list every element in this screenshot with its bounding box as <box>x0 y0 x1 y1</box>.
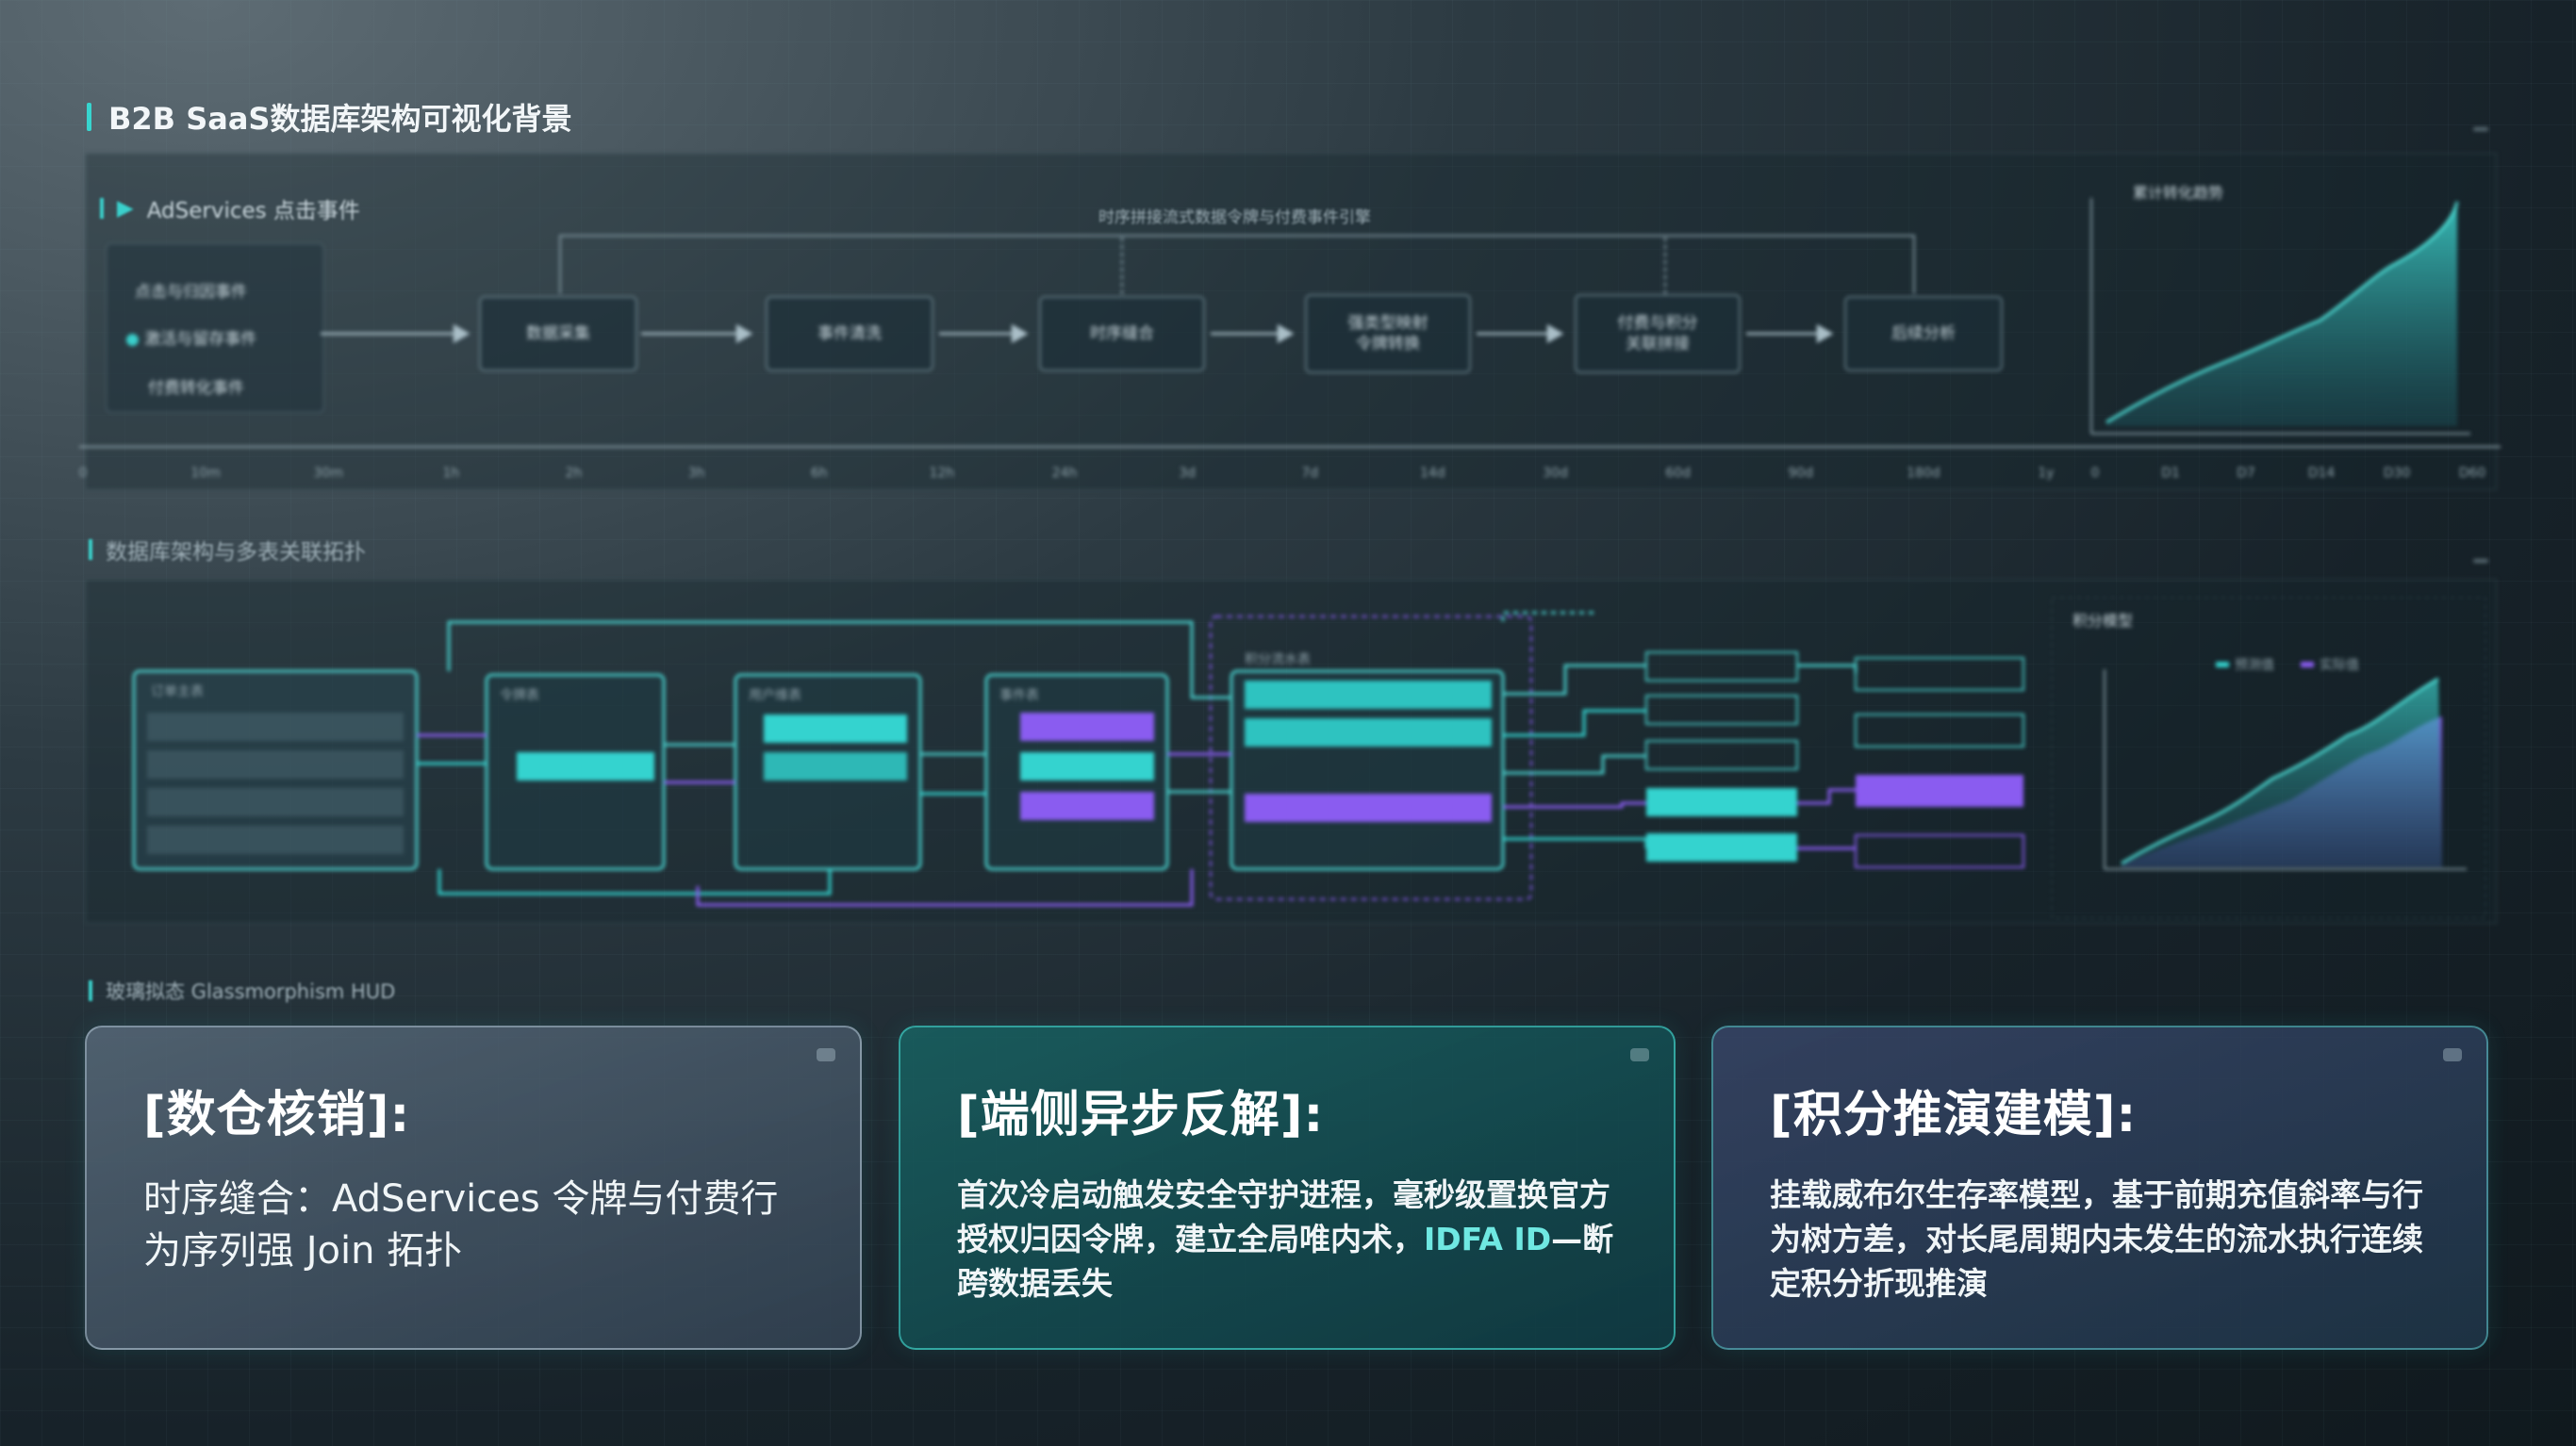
table-block-label: 订单主表 <box>151 684 204 699</box>
card-body: 挂载威布尔生存率模型，基于前期充值斜率与行为树方差，对长尾周期内未发生的流水执行… <box>1770 1176 2423 1302</box>
section2-label: 数据库架构与多表关联拓扑 <box>89 534 366 566</box>
flow-node: 后续分析 <box>1844 296 2003 371</box>
card-body: 首次冷启动触发安全守护进程，毫秒级置换官方授权归因令牌，建立全局唯内术，IDFA… <box>957 1174 1617 1306</box>
timeline-tick-label: 24h <box>1052 466 1078 481</box>
panel-corner-mark <box>2473 127 2488 131</box>
timeline-tick-label: 1h <box>442 466 459 481</box>
chart1-tick-label: 0 <box>2091 466 2100 481</box>
section2-accent-bar <box>89 539 92 560</box>
source-item: ● 激活与留存事件 <box>125 330 257 349</box>
timeline-tick-label: 0 <box>79 466 88 481</box>
topology-connectors <box>417 611 1858 907</box>
flow-node: 事件清洗 <box>766 296 933 371</box>
flow-node: 付费与积分 关联拼接 <box>1575 294 1741 373</box>
card-menu-icon <box>2443 1048 2462 1061</box>
card-body: 时序缝合：AdServices 令牌与付费行为序列强 Join 拓扑 <box>143 1177 779 1273</box>
legend-swatch-teal <box>2216 662 2229 667</box>
card-body-text: —断跨数据丢失 <box>957 1220 1614 1302</box>
target-items <box>1645 651 2024 868</box>
chart1-tick-label: D7 <box>2237 466 2255 481</box>
section2-label-text: 数据库架构与多表关联拓扑 <box>106 540 366 565</box>
card-client-async: [端侧异步反解]: 首次冷启动触发安全守护进程，毫秒级置换官方授权归因令牌，建立… <box>899 1026 1676 1350</box>
timeline-tick-label: 30m <box>314 466 343 481</box>
flow-arrows <box>321 235 1915 344</box>
timeline-tick-label: 1y <box>2038 466 2054 481</box>
legend-item: 实际值 <box>2320 658 2359 673</box>
table-block-label: 用户维表 <box>749 687 801 703</box>
timeline-tick-label: 10m <box>190 466 220 481</box>
timeline-tick-label: 3d <box>1179 466 1196 481</box>
section3-label: 玻璃拟态 Glassmorphism HUD <box>89 977 395 1005</box>
table-block-label: 令牌表 <box>500 687 539 703</box>
table-rows <box>147 681 1492 854</box>
flow-node: 强类型映射 令牌转换 <box>1305 294 1471 373</box>
section1-sub-label-text: 时序拼接流式数据令牌与付费事件引擎 <box>1098 208 1371 227</box>
card-menu-icon <box>817 1048 835 1061</box>
card-menu-icon <box>1630 1048 1649 1061</box>
join-group-frame <box>1210 616 1532 900</box>
card-title: [数仓核销]: <box>143 1087 411 1143</box>
chart1-tick-label: D14 <box>2308 466 2336 481</box>
play-icon: ▶ <box>117 196 134 221</box>
timeline-tick-label: 6h <box>811 466 828 481</box>
legend-swatch-purple <box>2301 662 2314 667</box>
flow-node: 数据采集 <box>479 296 637 371</box>
chart1-line <box>2105 201 2459 424</box>
section1-sub-label: 时序拼接流式数据令牌与付费事件引擎 <box>1098 204 1371 227</box>
card-points-modeling: [积分推演建模]: 挂载威布尔生存率模型，基于前期充值斜率与行为树方差，对长尾周… <box>1711 1026 2488 1350</box>
page-title: B2B SaaS数据库架构可视化背景 <box>87 98 572 137</box>
chart2-area-teal <box>2122 679 2442 867</box>
section1-accent-bar <box>100 198 104 219</box>
chart1-tick-label: D60 <box>2459 466 2486 481</box>
section1-label-text: AdServices 点击事件 <box>146 199 360 223</box>
timeline-tick-label: 90d <box>1788 466 1813 481</box>
card-body-highlight: IDFA ID <box>1424 1220 1552 1257</box>
chart1-label: 累计转化趋势 <box>2133 184 2223 202</box>
card-title: [积分推演建模]: <box>1770 1087 2138 1143</box>
card-data-warehouse: [数仓核销]: 时序缝合：AdServices 令牌与付费行为序列强 Join … <box>85 1026 862 1350</box>
status-dot-icon: ● <box>125 330 140 349</box>
source-item: 点击与归因事件 <box>135 283 247 302</box>
source-item: 付费转化事件 <box>148 379 244 398</box>
timeline-tick-label: 2h <box>566 466 583 481</box>
timeline-tick-label: 3h <box>688 466 705 481</box>
timeline-tick-label: 30d <box>1543 466 1568 481</box>
card-body-text: 首次冷启动触发安全守护进程，毫秒级置换官方授权归因令牌，建立全局唯内术， <box>957 1176 1610 1257</box>
timeline-tick-label: 180d <box>1907 466 1940 481</box>
chart2-line <box>2121 677 2439 865</box>
title-accent-bar <box>87 103 91 131</box>
card-title: [端侧异步反解]: <box>957 1087 1325 1143</box>
timeline-ticks: 0 10m 30m 1h 2h 3h 6h 12h 24h 3d 7d 14d 30d 60d 90d 180… <box>79 466 2486 481</box>
table-block-label: 事件表 <box>999 688 1039 703</box>
table-block <box>132 669 419 871</box>
page-title-text: B2B SaaS数据库架构可视化背景 <box>108 101 572 137</box>
chart2-label: 积分模型 <box>2072 612 2133 630</box>
chart1-tick-label: D30 <box>2384 466 2411 481</box>
timeline-tick-label: 12h <box>930 466 955 481</box>
chart1-area <box>2106 202 2457 426</box>
section3-accent-bar <box>89 980 92 1001</box>
chart1-tick-label: D1 <box>2161 466 2180 481</box>
source-stack: 点击与归因事件 ● 激活与留存事件 付费转化事件 <box>106 243 324 413</box>
section3-label-text: 玻璃拟态 Glassmorphism HUD <box>106 980 396 1003</box>
timeline-tick-label: 60d <box>1665 466 1691 481</box>
table-block-label: 积分流水表 <box>1245 652 1311 667</box>
legend-item: 预测值 <box>2235 658 2274 673</box>
timeline-tick-label: 14d <box>1420 466 1445 481</box>
flow-node: 时序缝合 <box>1039 296 1205 371</box>
panel-corner-mark <box>2473 559 2488 563</box>
chart2-frame <box>2051 597 2486 919</box>
timeline-tick-label: 7d <box>1301 466 1318 481</box>
section1-label: ▶ AdServices 点击事件 <box>100 192 360 224</box>
